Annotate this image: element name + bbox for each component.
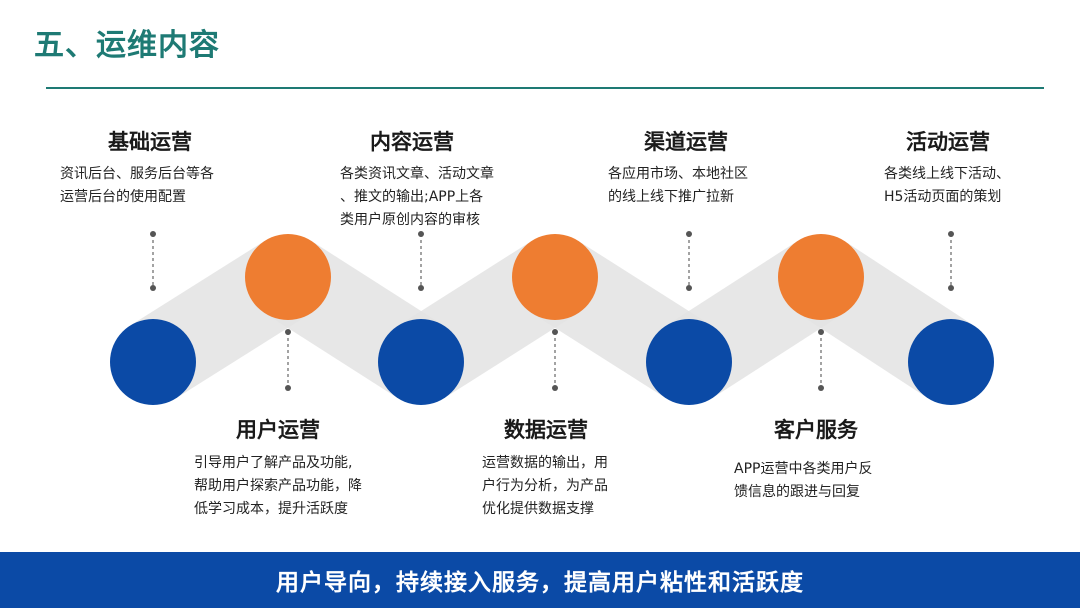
banner-text: 用户导向，持续接入服务，提高用户粘性和活跃度 [276, 570, 804, 596]
leader-dot [418, 231, 424, 237]
title-divider [46, 87, 1044, 89]
step-title-channel-ops: 渠道运营 [644, 130, 728, 154]
step-desc-content-ops: 各类资讯文章、活动文章 、推文的输出;APP上各 类用户原创内容的审核 [340, 166, 494, 228]
process-node [245, 234, 331, 320]
step-desc-event-ops: 各类线上线下活动、 H5活动页面的策划 [884, 166, 1010, 205]
step-title-user-ops: 用户运营 [236, 418, 320, 442]
bottom-banner: 用户导向，持续接入服务，提高用户粘性和活跃度 [0, 552, 1080, 608]
leader-dot [818, 329, 824, 335]
step-title-data-ops: 数据运营 [504, 418, 588, 442]
process-node [778, 234, 864, 320]
leader-dot [418, 285, 424, 291]
leader-dot [948, 231, 954, 237]
leader-dot [818, 385, 824, 391]
leader-dot [150, 285, 156, 291]
process-node [908, 319, 994, 405]
process-nodes [110, 234, 994, 405]
step-desc-basic-ops: 资讯后台、服务后台等各 运营后台的使用配置 [60, 166, 214, 205]
leader-lines [150, 231, 954, 391]
process-node [512, 234, 598, 320]
step-desc-channel-ops: 各应用市场、本地社区 的线上线下推广拉新 [608, 166, 748, 205]
step-title-basic-ops: 基础运营 [108, 130, 192, 154]
leader-dot [686, 231, 692, 237]
step-title-event-ops: 活动运营 [906, 130, 990, 154]
leader-dot [285, 385, 291, 391]
process-node [110, 319, 196, 405]
leader-dot [285, 329, 291, 335]
leader-dot [686, 285, 692, 291]
step-desc-data-ops: 运营数据的输出，用 户行为分析，为产品 优化提供数据支撑 [482, 455, 608, 517]
step-desc-customer-service: APP运营中各类用户反 馈信息的跟进与回复 [734, 461, 873, 500]
step-desc-user-ops: 引导用户了解产品及功能, 帮助用户探索产品功能，降 低学习成本，提升活跃度 [194, 455, 362, 517]
leader-dot [150, 231, 156, 237]
process-node [378, 319, 464, 405]
process-node [646, 319, 732, 405]
leader-dot [552, 329, 558, 335]
step-title-content-ops: 内容运营 [370, 130, 454, 154]
leader-dot [552, 385, 558, 391]
zigzag-diagram [110, 231, 994, 405]
leader-dot [948, 285, 954, 291]
step-title-customer-service: 客户服务 [774, 418, 858, 442]
page-title: 五、运维内容 [34, 28, 220, 63]
